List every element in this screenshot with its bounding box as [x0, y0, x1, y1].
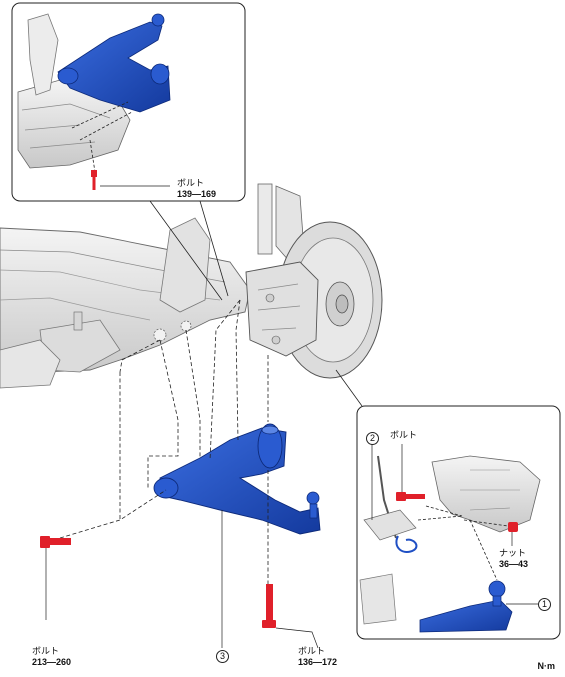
front-bolt-icon — [40, 536, 71, 620]
detail-nut-icon — [508, 522, 518, 532]
front-bolt-label: ボルト 213—260 — [32, 648, 71, 667]
rear-bolt-torque: 136—172 — [298, 657, 338, 667]
inset-bolt-torque: 139—169 — [177, 189, 217, 199]
detail-nut-label: ナット 36—43 — [499, 550, 528, 569]
detail-nut-torque: 36—43 — [499, 559, 529, 569]
leader-lines — [59, 299, 269, 585]
inset-upper-left — [11, 2, 246, 202]
rear-bolt-label: ボルト 136—172 — [298, 648, 337, 667]
front-subframe — [0, 217, 251, 389]
detail-bolt-label: ボルト — [390, 432, 417, 441]
inset-lower-right — [335, 369, 561, 640]
inset-bolt-icon — [91, 170, 97, 190]
detail-bolt-icon — [396, 492, 425, 501]
callout-2: 2 — [366, 432, 379, 445]
clip-icon — [395, 535, 418, 554]
inset-bolt-label: ボルト 139—169 — [177, 180, 216, 199]
callout-3: 3 — [216, 650, 229, 663]
rear-bolt-name: ボルト — [298, 647, 326, 657]
detail-nut-name: ナット — [499, 549, 527, 559]
lower-control-arm — [153, 423, 321, 535]
front-bolt-name: ボルト — [32, 647, 60, 657]
inset-bolt-name: ボルト — [177, 179, 205, 189]
inset-leader — [149, 200, 223, 301]
front-bolt-torque: 213—260 — [32, 657, 72, 667]
detail-bolt-name: ボルト — [390, 431, 418, 441]
callout-1: 1 — [538, 598, 551, 611]
brake-rotor-assembly — [245, 183, 383, 379]
torque-unit: N·m — [537, 661, 556, 671]
rear-bolt-icon — [262, 584, 319, 649]
